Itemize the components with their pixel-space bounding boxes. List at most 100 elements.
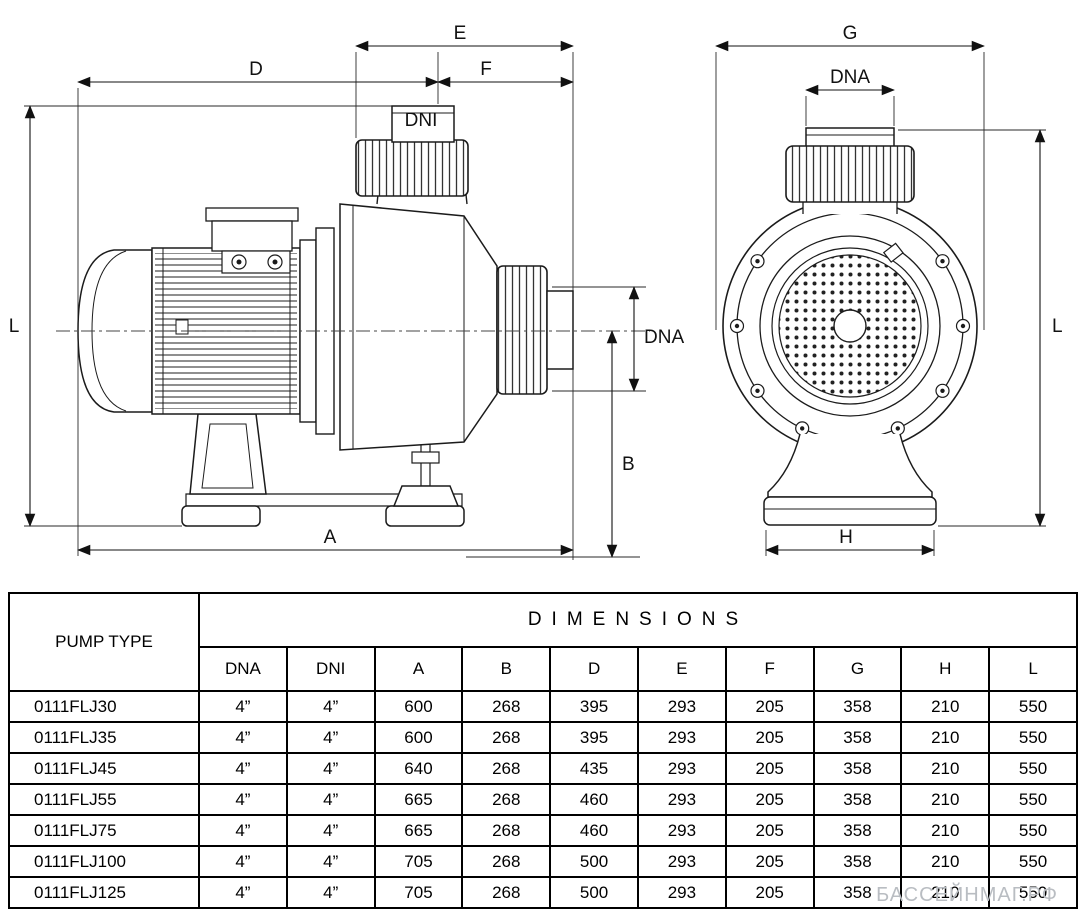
pump-type-cell: 0111FLJ100 — [8, 845, 200, 878]
pump-type-cell: 0111FLJ45 — [8, 752, 200, 785]
dimension-value-cell: 205 — [724, 783, 815, 816]
dim-label-dna-side: DNA — [644, 327, 684, 348]
suction-port — [496, 265, 574, 395]
pump-housing-front — [722, 198, 978, 454]
dimension-value-cell: 4” — [198, 783, 288, 816]
dim-label-g: G — [843, 23, 858, 44]
table-header-row-2: DNA DNI A B D E F G H L — [9, 646, 1078, 692]
column-header: DNI — [285, 646, 376, 692]
dimension-value-cell: 268 — [461, 690, 552, 723]
column-header: G — [812, 646, 903, 692]
dimensions-header: DIMENSIONS — [198, 592, 1078, 648]
pump-type-cell: 0111FLJ75 — [8, 814, 200, 847]
dimension-value-cell: 550 — [988, 752, 1078, 785]
dimension-value-cell: 4” — [285, 752, 376, 785]
dimension-value-cell: 705 — [373, 845, 464, 878]
dimension-value-cell: 358 — [812, 690, 903, 723]
dimension-value-cell: 395 — [549, 721, 639, 754]
dimension-value-cell: 205 — [724, 845, 815, 878]
dimension-value-cell: 358 — [812, 783, 903, 816]
dimension-value-cell: 4” — [198, 752, 288, 785]
dimension-value-cell: 500 — [549, 876, 639, 909]
dimension-value-cell: 435 — [549, 752, 639, 785]
pump-front-view: G DNA L H — [715, 23, 1063, 556]
front-discharge-port — [785, 127, 915, 214]
dim-label-dna-front: DNA — [830, 67, 870, 88]
dimension-value-cell: 4” — [285, 876, 376, 909]
dimension-value-cell: 4” — [198, 690, 288, 723]
pump-casing — [339, 165, 498, 451]
column-header: D — [549, 646, 639, 692]
dimension-value-cell: 205 — [724, 752, 815, 785]
dimension-value-cell: 460 — [549, 783, 639, 816]
hub-hole — [833, 309, 867, 343]
dimension-value-cell: 4” — [198, 814, 288, 847]
dimension-value-cell: 640 — [373, 752, 464, 785]
pump-side-view: E D F DNI L DNA B A — [9, 23, 684, 560]
dimension-value-cell: 600 — [373, 690, 464, 723]
dimension-value-cell: 358 — [812, 814, 903, 847]
dim-label-e: E — [454, 23, 467, 44]
dimension-value-cell: 293 — [636, 783, 727, 816]
dimension-value-cell: 358 — [812, 752, 903, 785]
dimensions-table: PUMP TYPE DIMENSIONS DNA DNI A B D E F G… — [8, 592, 1078, 909]
dimension-value-cell: 665 — [373, 783, 464, 816]
dimension-value-cell: 550 — [988, 690, 1078, 723]
dimension-value-cell: 205 — [724, 814, 815, 847]
dimension-value-cell: 460 — [549, 814, 639, 847]
dim-label-l-front: L — [1052, 316, 1063, 337]
dimension-value-cell: 210 — [900, 721, 991, 754]
dimension-value-cell: 550 — [988, 721, 1078, 754]
pump-type-cell: 0111FLJ35 — [8, 721, 200, 754]
column-header: L — [988, 646, 1078, 692]
dimension-value-cell: 4” — [285, 690, 376, 723]
column-header: H — [900, 646, 991, 692]
dimension-value-cell: 205 — [724, 721, 815, 754]
dim-label-l-side: L — [9, 316, 20, 337]
column-header: DNA — [198, 646, 288, 692]
dimension-value-cell: 665 — [373, 814, 464, 847]
dimension-value-cell: 293 — [636, 752, 727, 785]
pump-type-cell: 0111FLJ55 — [8, 783, 200, 816]
dimension-value-cell: 550 — [988, 814, 1078, 847]
dimension-value-cell: 205 — [724, 876, 815, 909]
dimension-value-cell: 268 — [461, 783, 552, 816]
dimension-value-cell: 4” — [198, 876, 288, 909]
front-pedestal — [763, 433, 937, 526]
table-header-row-1: PUMP TYPE DIMENSIONS — [8, 592, 1078, 692]
dim-label-h: H — [839, 527, 853, 548]
dimension-value-cell: 550 — [988, 783, 1078, 816]
pump-type-header: PUMP TYPE — [8, 592, 200, 692]
dimension-value-cell: 210 — [900, 690, 991, 723]
front-dimension-lines — [715, 40, 1046, 556]
dimension-value-cell: 293 — [636, 845, 727, 878]
dimension-value-cell: 358 — [812, 845, 903, 878]
terminal-box — [205, 207, 299, 274]
pump-type-cell: 0111FLJ30 — [8, 690, 200, 723]
dimension-value-cell: 268 — [461, 752, 552, 785]
dimension-value-cell: 268 — [461, 814, 552, 847]
dimension-value-cell: 4” — [198, 721, 288, 754]
dimension-value-cell: 268 — [461, 845, 552, 878]
dimension-value-cell: 293 — [636, 814, 727, 847]
dimension-value-cell: 500 — [549, 845, 639, 878]
dimension-value-cell: 210 — [900, 783, 991, 816]
pump-type-cell: 0111FLJ125 — [8, 876, 200, 909]
lid-clip — [882, 242, 904, 263]
dimension-value-cell: 210 — [900, 845, 991, 878]
dimension-value-cell: 4” — [285, 783, 376, 816]
dim-label-dni: DNI — [405, 110, 438, 131]
dimension-value-cell: 268 — [461, 721, 552, 754]
dimension-value-cell: 358 — [812, 721, 903, 754]
dim-label-d: D — [249, 59, 263, 80]
dimension-value-cell: 4” — [198, 845, 288, 878]
flange-bolts — [729, 254, 971, 436]
dimension-value-cell: 210 — [900, 752, 991, 785]
column-header: F — [724, 646, 815, 692]
dim-label-b: B — [622, 454, 635, 475]
